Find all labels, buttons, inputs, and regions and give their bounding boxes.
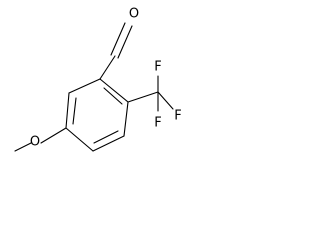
ring-bond (65, 92, 70, 129)
aldehyde-bond (110, 22, 126, 56)
methoxy-oxygen-label: O (30, 135, 40, 150)
ring-double-bond (103, 87, 123, 105)
fluorine-right-label: F (174, 109, 181, 124)
ring-bond (68, 78, 101, 94)
ring-substituent-bond (127, 91, 159, 103)
aldehyde-oxygen-label: O (129, 7, 139, 22)
ring-bond (99, 78, 129, 103)
ring-bond (92, 135, 125, 152)
ring-substituent-bond (99, 55, 116, 80)
ring-bond (65, 127, 94, 152)
aldehyde-bond (117, 25, 133, 59)
ring-double-bond (93, 130, 119, 144)
fluorine-top-label: F (154, 60, 161, 75)
fluorine-bottom-label: F (154, 116, 161, 131)
cf-bond (157, 91, 174, 110)
ring-substituent-bond (40, 127, 67, 144)
methoxy-bond (14, 142, 32, 152)
ring-bond (123, 101, 129, 137)
structural-formula: O F F F O (14, 7, 182, 152)
ring-double-bond (72, 97, 77, 125)
